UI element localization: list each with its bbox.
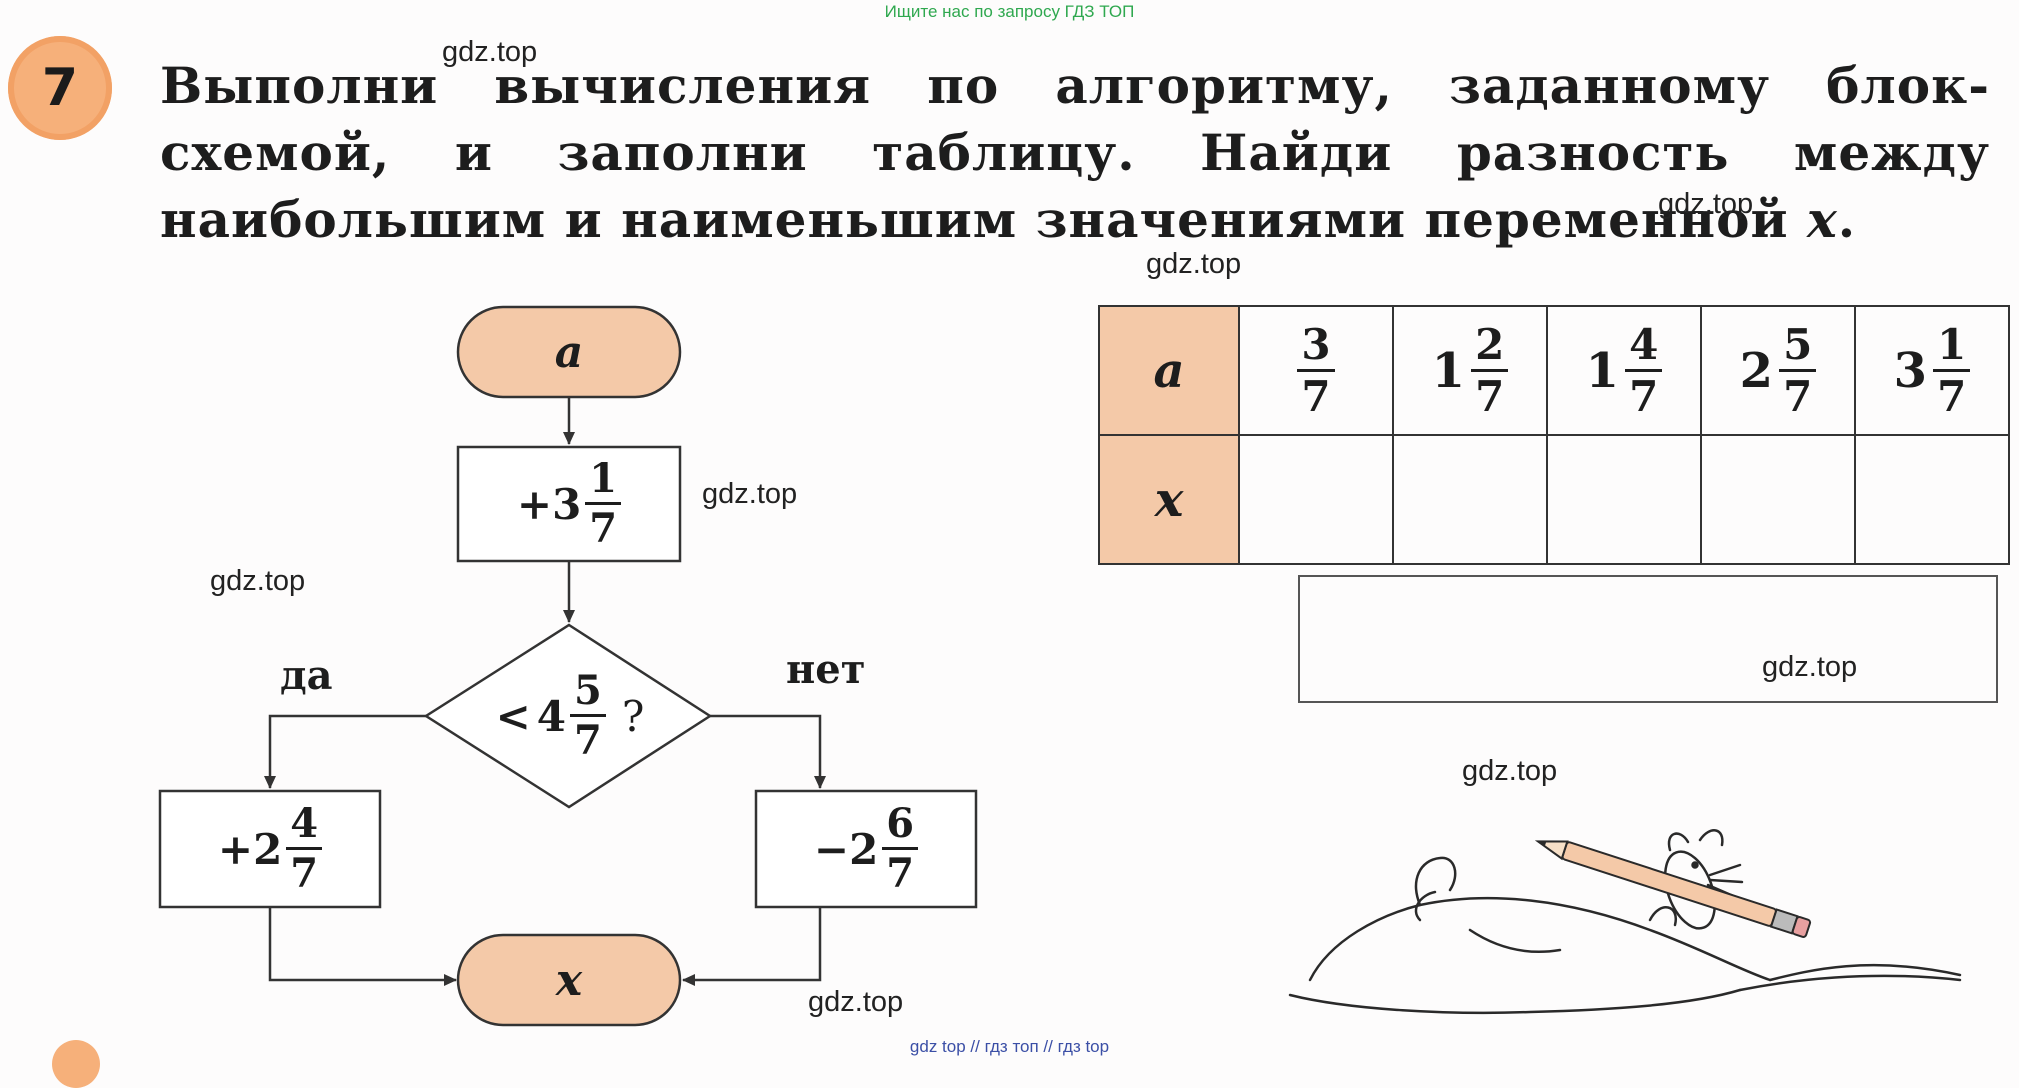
watermark: gdz.top <box>1658 188 1754 220</box>
denominator: 7 <box>1301 371 1331 421</box>
mouse-illustration <box>1288 829 1962 1015</box>
task-number-badge: 7 <box>8 36 112 140</box>
bottom-banner[interactable]: gdz top // гдз топ // гдз top <box>909 1037 1110 1056</box>
whole-part: 2 <box>1739 342 1774 399</box>
step1-den: 7 <box>589 505 618 552</box>
numerator: 5 <box>1779 323 1817 372</box>
watermark: gdz.top <box>1146 248 1242 280</box>
denominator: 7 <box>1629 371 1659 421</box>
denominator: 7 <box>1937 371 1967 421</box>
condition-num: 5 <box>570 671 606 717</box>
task-end: . <box>1837 190 1857 249</box>
end-terminal: x <box>458 935 680 1025</box>
yes-step-sign: + <box>217 824 254 874</box>
watermark: gdz.top <box>442 36 538 68</box>
condition-shape <box>423 623 713 809</box>
step1-whole: 3 <box>552 479 582 529</box>
table-cell-x[interactable] <box>1238 434 1394 565</box>
watermark: gdz.top <box>210 565 306 597</box>
start-label: a <box>554 326 584 378</box>
answer-box[interactable] <box>1298 575 1998 703</box>
numerator: 1 <box>1933 323 1971 372</box>
task-text: Выполни вычисления по алгоритму, заданно… <box>160 52 1990 253</box>
start-terminal: a <box>458 307 680 397</box>
table-cell-x[interactable] <box>1854 434 2010 565</box>
condition-whole: 4 <box>536 691 567 741</box>
end-label: x <box>555 954 583 1006</box>
numerator: 3 <box>1297 323 1335 372</box>
top-banner[interactable]: Ищите нас по запросу ГДЗ ТОП <box>884 2 1135 21</box>
condition-den: 7 <box>574 717 602 764</box>
yes-step-num: 4 <box>286 804 323 850</box>
row-a-header: a <box>1098 305 1240 436</box>
denominator: 7 <box>1783 371 1813 421</box>
row-x-header: x <box>1098 434 1240 565</box>
no-step-num: 6 <box>882 804 919 850</box>
task-variable: x <box>1806 190 1838 249</box>
table-cell-x[interactable] <box>1546 434 1702 565</box>
table-row-x: x <box>1098 434 2010 565</box>
table-cell-x[interactable] <box>1392 434 1548 565</box>
whole-part: 1 <box>1431 342 1466 399</box>
denominator: 7 <box>1475 371 1505 421</box>
yes-step-den: 7 <box>290 850 319 897</box>
yes-step-shape <box>158 789 382 909</box>
no-step-shape <box>754 789 978 909</box>
flowchart-lines <box>158 305 978 1027</box>
step1-shape <box>456 445 682 563</box>
table-cell-x[interactable] <box>1700 434 1856 565</box>
whole-part: 3 <box>1893 342 1928 399</box>
watermark: gdz.top <box>1762 651 1858 683</box>
yes-step-whole: 2 <box>253 824 283 874</box>
watermark: gdz.top <box>1462 755 1558 787</box>
no-label: нет <box>786 646 866 693</box>
whole-part: 1 <box>1585 342 1620 399</box>
task-main-text: Выполни вычисления по алгоритму, заданно… <box>160 56 1990 249</box>
end-terminal-shape <box>456 933 682 1027</box>
watermark: gdz.top <box>702 478 798 510</box>
condition-question: ? <box>621 691 645 741</box>
numerator: 4 <box>1625 323 1663 372</box>
watermark: gdz.top <box>808 986 904 1018</box>
yes-label: да <box>280 652 333 699</box>
condition-sign: < <box>495 691 531 741</box>
no-step-whole: 2 <box>849 824 879 874</box>
step1-num: 1 <box>585 459 622 505</box>
numerator: 2 <box>1471 323 1509 372</box>
step1-sign: + <box>516 479 553 529</box>
no-step-den: 7 <box>886 850 915 897</box>
no-step-sign: − <box>813 824 850 874</box>
